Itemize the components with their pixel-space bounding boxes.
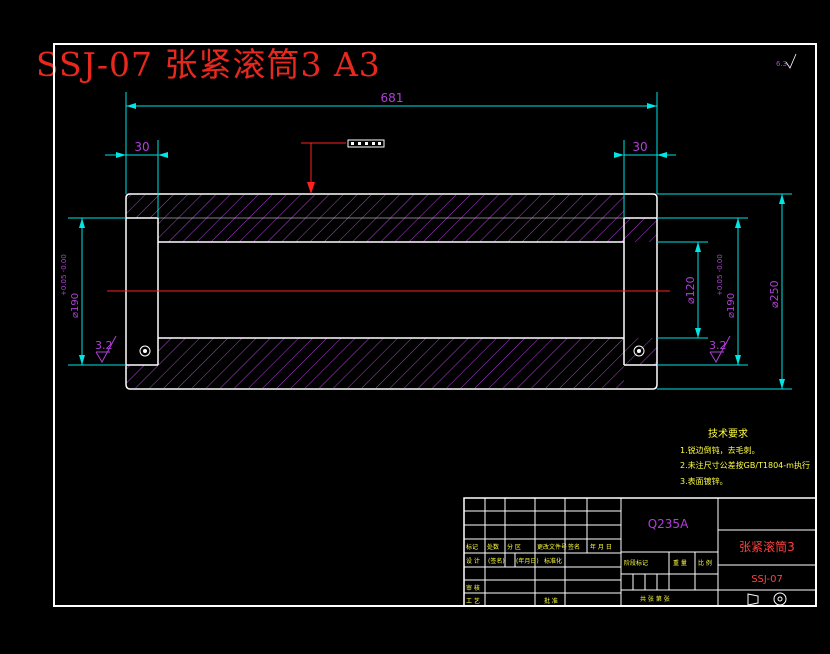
tb-design: 设 计 xyxy=(466,557,480,565)
svg-text:3.2: 3.2 xyxy=(95,339,113,352)
left-hole xyxy=(139,345,151,357)
dimension-arrows xyxy=(79,103,785,389)
tech-requirements: 技术要求 1.锐边倒钝，去毛刺。 2.未注尺寸公差按GB/T1804-m执行 3… xyxy=(680,427,810,486)
title-block xyxy=(463,497,817,607)
dim-bore-left-tol: +0.05 -0.00 xyxy=(60,254,68,296)
svg-text:3.2: 3.2 xyxy=(709,339,727,352)
drawing-title: SSJ-07 张紧滚筒3 A3 xyxy=(36,45,381,84)
dim-left-depth: 30 xyxy=(134,140,149,154)
tb-count: 处数 xyxy=(487,543,499,551)
dim-outer-diameter: ⌀250 xyxy=(768,280,781,308)
roughness-left: 3.2 xyxy=(95,335,117,364)
svg-text:技术要求: 技术要求 xyxy=(708,427,748,440)
dim-right-depth: 30 xyxy=(632,140,647,154)
right-hole xyxy=(633,345,645,357)
svg-text:6.3: 6.3 xyxy=(776,60,787,68)
dimensions xyxy=(68,92,792,390)
tb-date: 年 月 日 xyxy=(590,543,612,551)
tb-material: Q235A xyxy=(648,517,689,531)
tb-design-date: (年月日) xyxy=(516,557,539,565)
svg-text:3.表面镀锌。: 3.表面镀锌。 xyxy=(680,476,728,486)
tb-change-doc: 更改文件号 xyxy=(537,543,567,551)
drum-section xyxy=(125,193,658,390)
section-marker xyxy=(301,139,385,194)
top-wall-hatch-left xyxy=(126,195,158,218)
tb-sign: 签名 xyxy=(568,543,580,551)
dim-bore-right-tol: +0.05 -0.00 xyxy=(716,254,724,296)
dim-bore-left: ⌀190 xyxy=(70,293,81,318)
tb-mark: 标记 xyxy=(466,543,478,551)
tb-standard: 标准化 xyxy=(544,557,562,565)
tb-zone: 分 区 xyxy=(507,543,521,551)
projection-symbol xyxy=(747,592,787,606)
bottom-wall-hatch-left xyxy=(126,365,158,388)
bottom-wall-hatch xyxy=(158,338,657,388)
svg-text:1.锐边倒钝，去毛刺。: 1.锐边倒钝，去毛刺。 xyxy=(680,445,760,455)
dim-inner-diameter: ⌀120 xyxy=(684,276,697,304)
tb-review: 审 核 xyxy=(466,584,480,592)
tb-stage: 阶段标记 xyxy=(624,559,648,567)
sheet-border xyxy=(53,43,817,607)
svg-text:2.未注尺寸公差按GB/T1804-m执行: 2.未注尺寸公差按GB/T1804-m执行 xyxy=(680,460,810,470)
tb-sheets: 共 张 第 张 xyxy=(640,595,670,603)
tb-weight: 重 量 xyxy=(673,559,687,567)
tb-scale: 比 例 xyxy=(698,559,712,567)
tb-process: 工 艺 xyxy=(466,597,480,605)
drum-outline xyxy=(125,193,658,390)
roughness-general: 6.3 xyxy=(776,53,797,69)
tb-part-name: 张紧滚筒3 xyxy=(739,539,795,554)
dim-overall-length: 681 xyxy=(381,91,404,105)
tb-approve: 批 准 xyxy=(544,597,558,605)
tb-drawing-number: SSJ-07 xyxy=(751,574,783,585)
tb-design-sign: (签名) xyxy=(488,557,505,565)
roughness-right: 3.2 xyxy=(709,335,731,364)
dim-bore-right: ⌀190 xyxy=(726,293,737,318)
